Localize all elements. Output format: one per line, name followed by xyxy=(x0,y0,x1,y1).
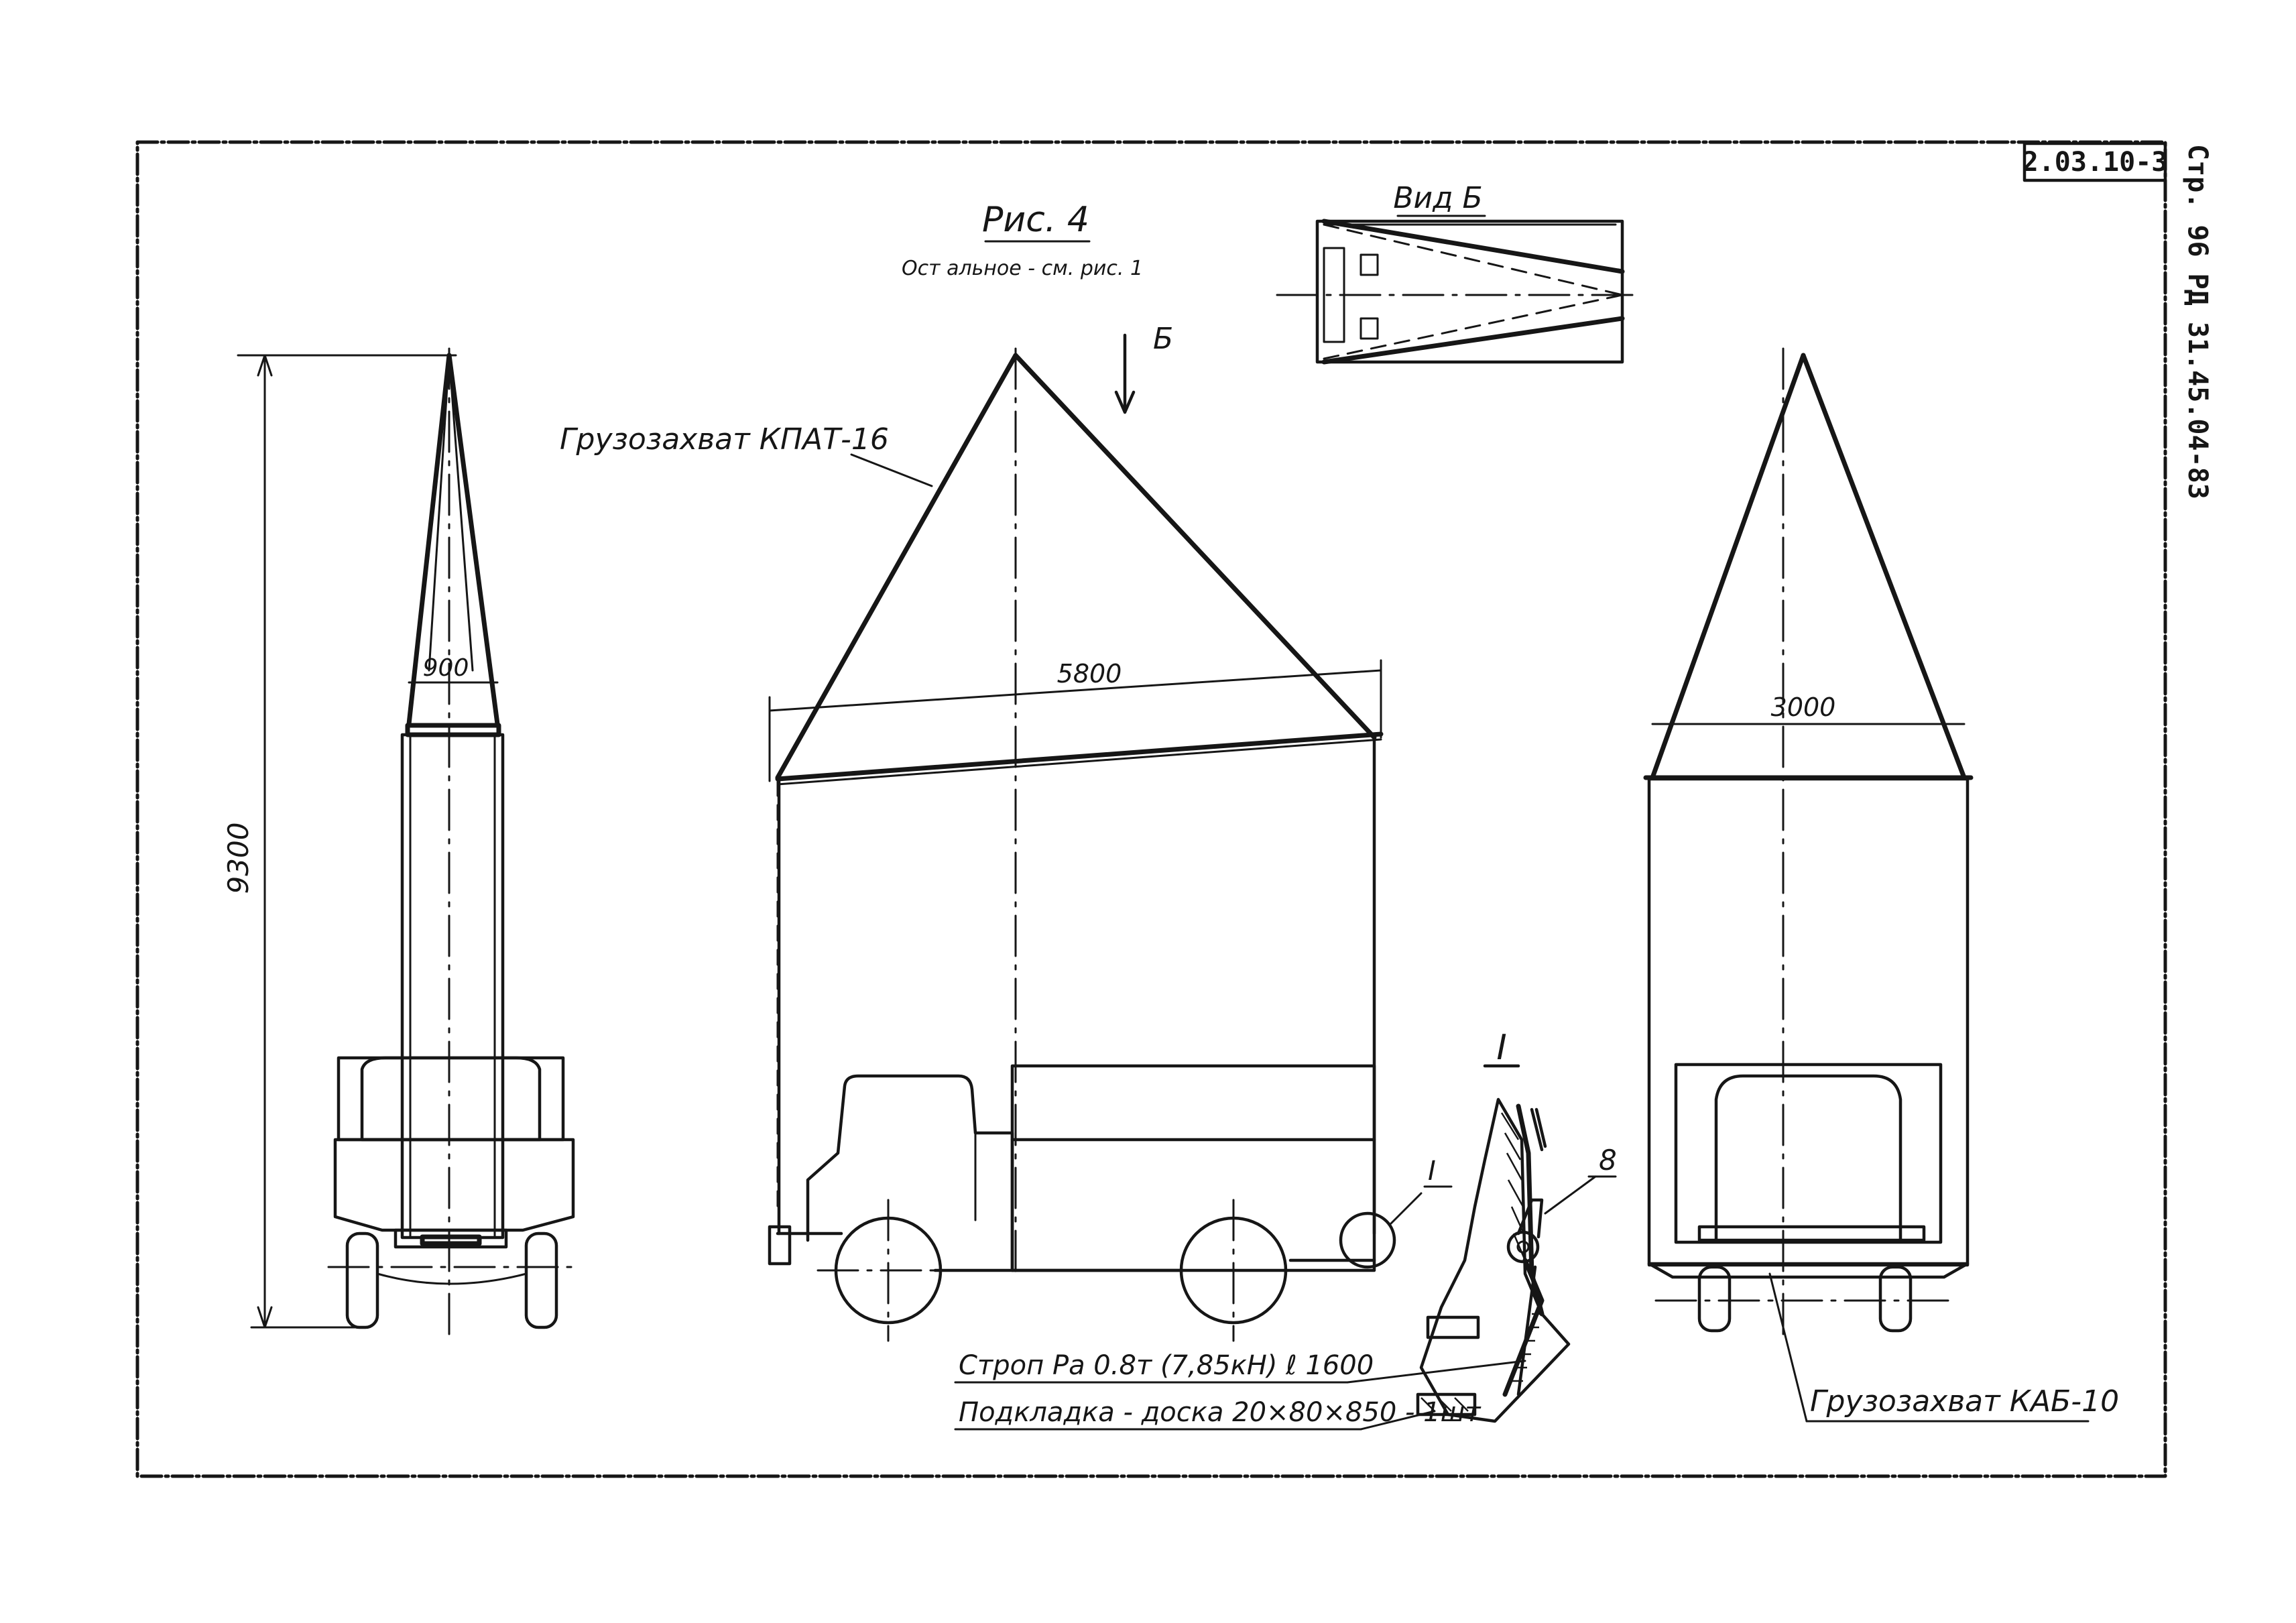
callout-gripper-bottom: Грузозахват КАБ-10 xyxy=(1810,1384,2119,1419)
detail-i: I 8 Стр xyxy=(954,1028,1617,1431)
detail-circle-mark: I xyxy=(1428,1156,1436,1187)
dim-3000: 3000 xyxy=(1771,693,1836,722)
rear-view: 3000 Грузозахват КАБ-10 xyxy=(1643,347,2119,1423)
stamp-code: 2.03.10-3 xyxy=(2022,147,2168,178)
view-b: Вид Б xyxy=(1276,181,1637,365)
callout-board: Подкладка - доска 20×80×850 - 1шт xyxy=(959,1397,1482,1428)
side-stamp: Стр. 96 РД 31.45.04-83 xyxy=(2182,144,2213,499)
sheet-frame xyxy=(135,140,2167,1478)
title-stamp: 2.03.10-3 xyxy=(2022,141,2168,182)
front-view: 900 9300 xyxy=(222,347,578,1342)
callout-gripper-top: Грузозахват КПАТ-16 xyxy=(560,422,889,457)
callout-sling: Строп Ра 0.8т (7,85кН) ℓ 1600 xyxy=(959,1350,1374,1381)
figure-title: Рис. 4 xyxy=(982,200,1089,240)
side-view: Рис. 4 Ост альное - см. рис. 1 Б 5800 xyxy=(560,200,1453,1342)
detail-item-number: 8 xyxy=(1599,1144,1617,1177)
view-b-title: Вид Б xyxy=(1393,181,1482,215)
dim-5800: 5800 xyxy=(1057,659,1122,688)
detail-mark: I xyxy=(1496,1028,1506,1068)
dim-900: 900 xyxy=(423,654,469,682)
dim-9300: 9300 xyxy=(222,823,255,894)
view-arrow-letter: Б xyxy=(1153,322,1173,356)
figure-note: Ост альное - см. рис. 1 xyxy=(902,257,1143,280)
